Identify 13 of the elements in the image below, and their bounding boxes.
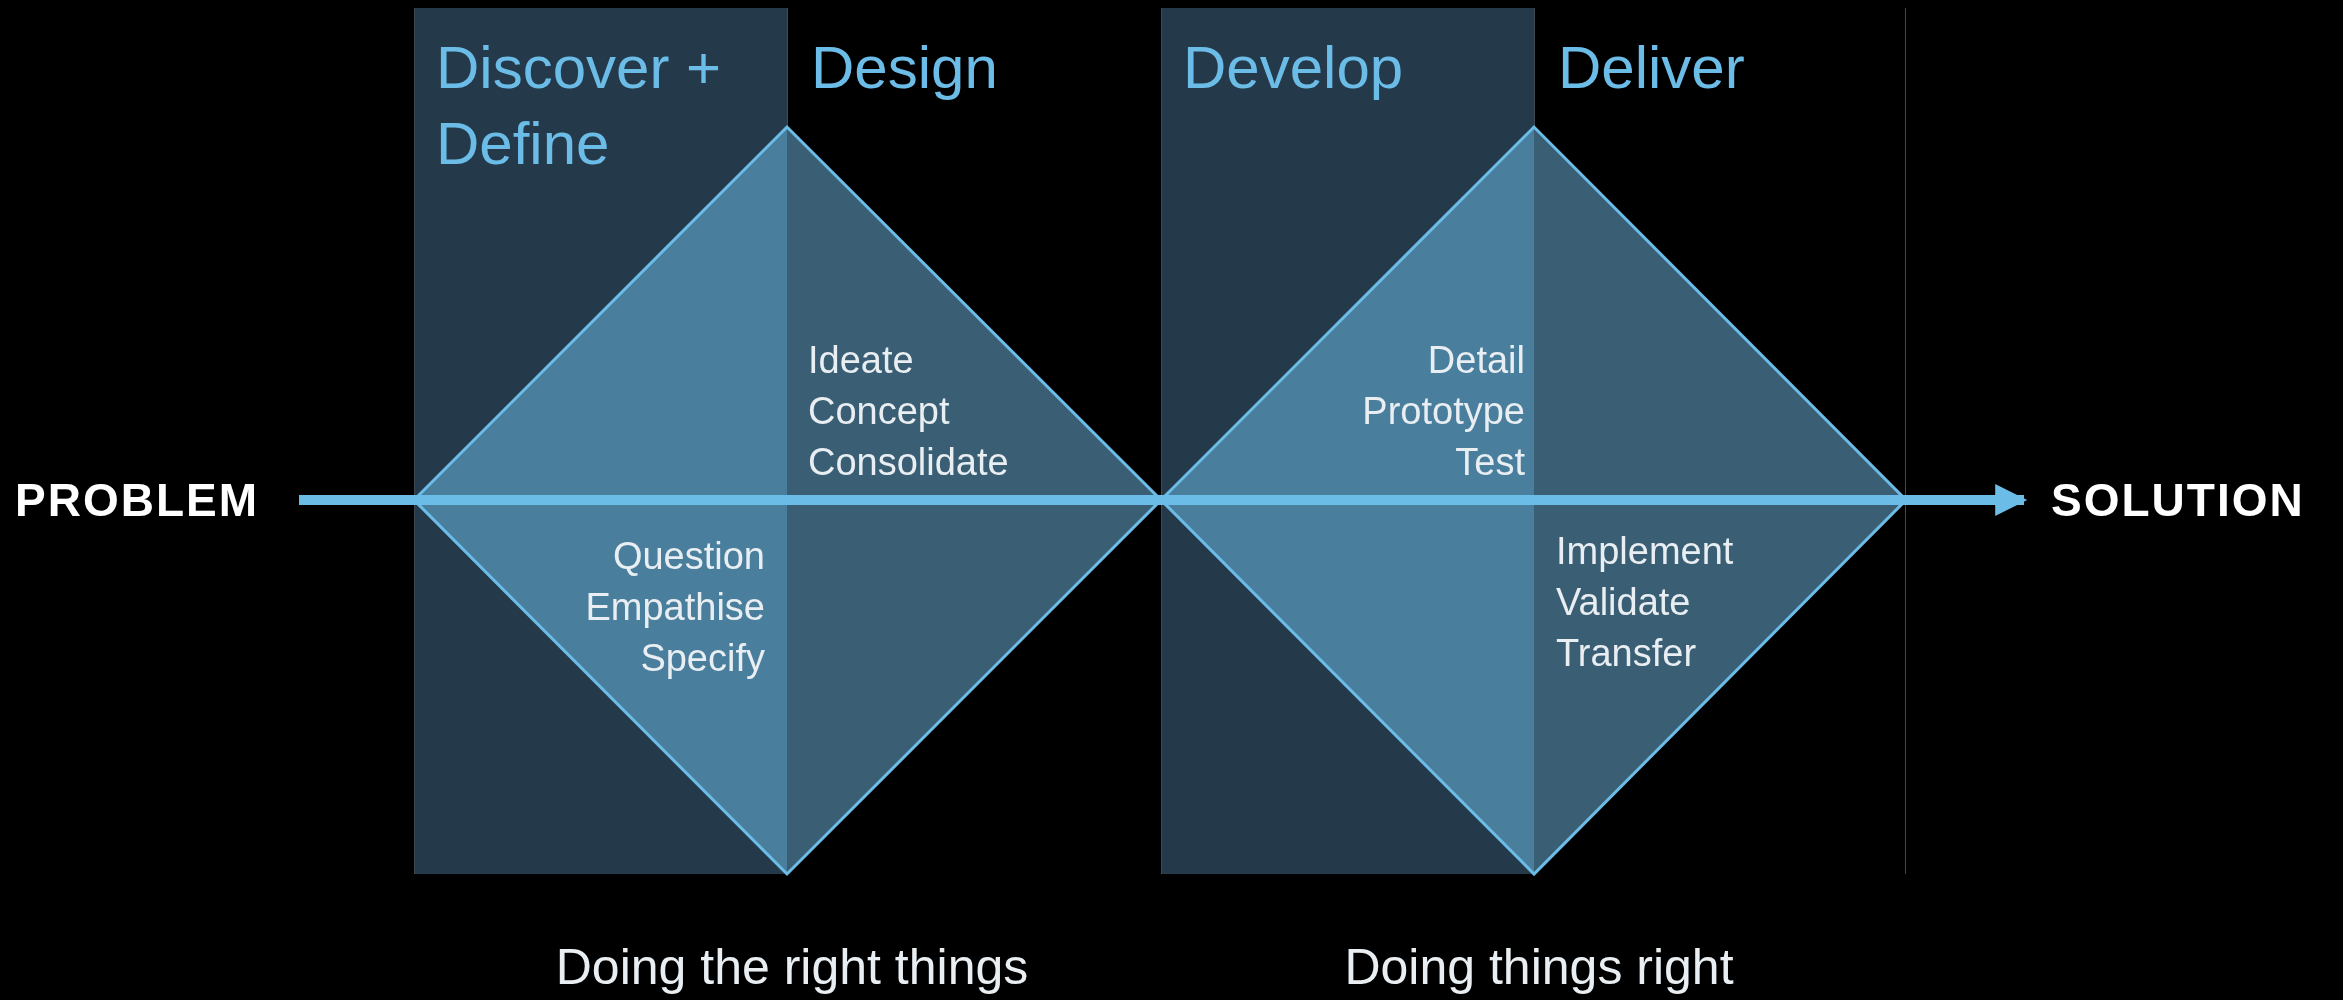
section-caption: Doing the right things — [555, 938, 1029, 997]
activity-list: Ideate Concept Consolidate — [808, 335, 1009, 488]
phase-heading: Discover + Define — [436, 33, 723, 179]
phase-heading: Develop — [1183, 33, 1405, 103]
phase-heading: Design — [811, 33, 999, 103]
arrow — [299, 484, 2028, 516]
term-label: SOLUTION — [2051, 470, 2305, 530]
activity-list: Detail Prototype Test — [1362, 335, 1525, 488]
term-label: PROBLEM — [15, 470, 259, 530]
activity-list: Question Empathise Specify — [585, 531, 765, 684]
section-caption: Doing things right — [1344, 938, 1734, 997]
phase-heading: Deliver — [1558, 33, 1746, 103]
activity-list: Implement Validate Transfer — [1556, 526, 1734, 679]
